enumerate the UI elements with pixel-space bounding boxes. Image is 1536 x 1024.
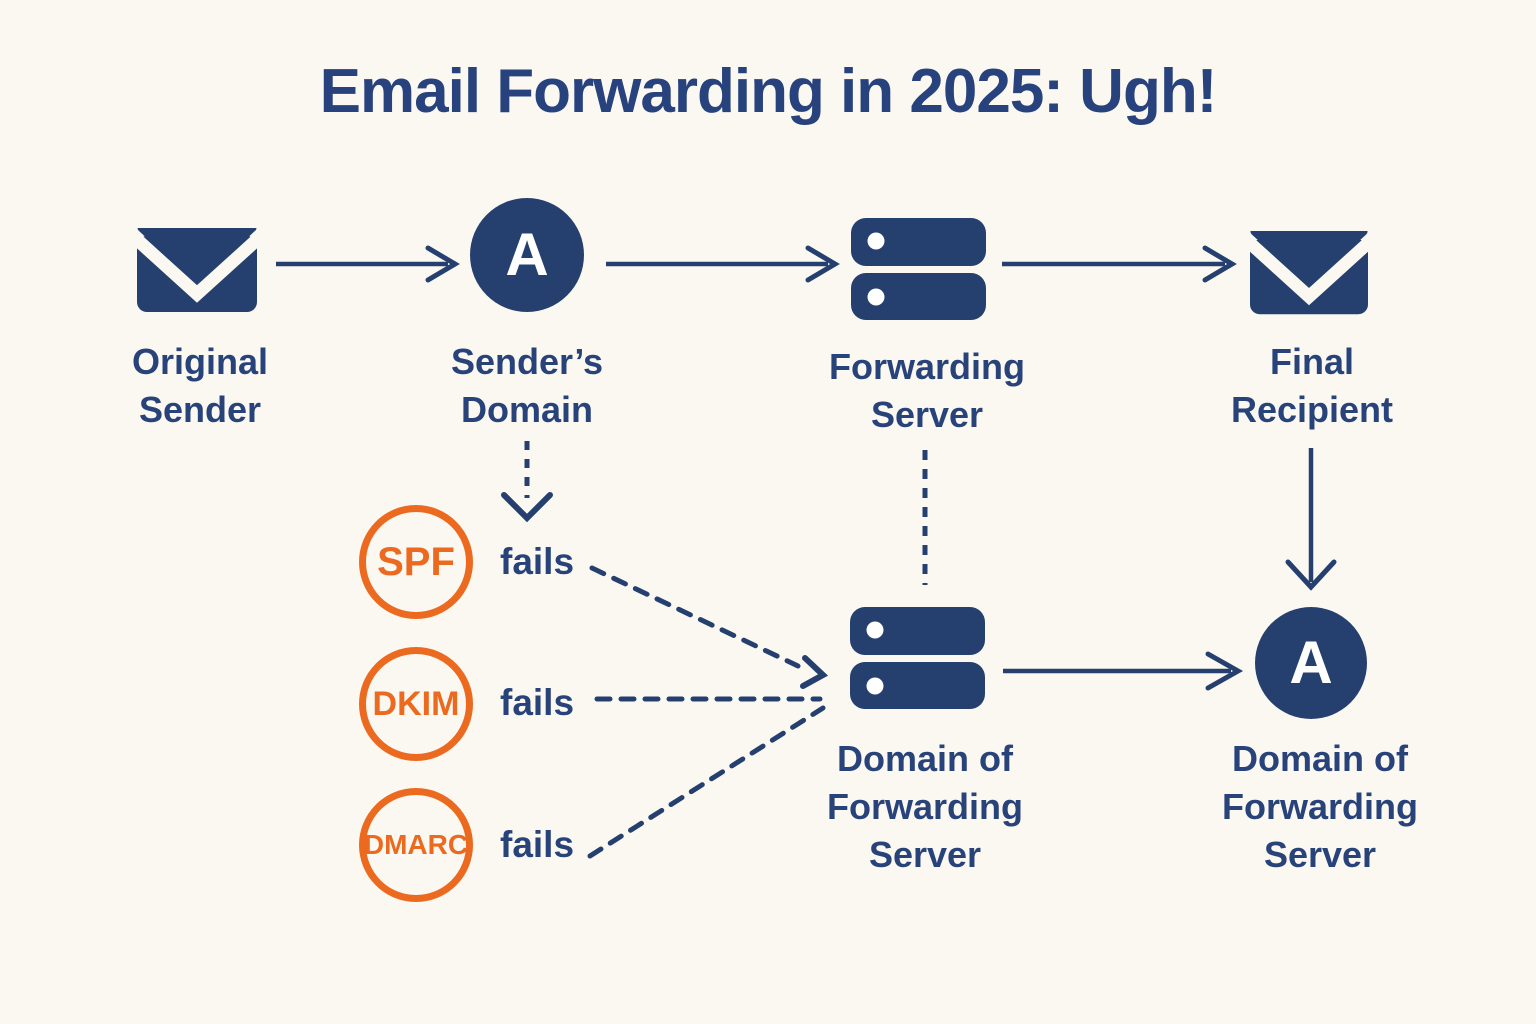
dmarc-badge: DMARC: [359, 788, 473, 902]
arrow-final-recipient-to-destination-domain: [1285, 448, 1337, 591]
envelope-icon: [1250, 231, 1368, 315]
arrow-senders-domain-to-forwarding-server: [606, 245, 840, 283]
server-icon: [850, 607, 985, 709]
arrow-forwarding-server-to-final-recipient: [1002, 245, 1237, 283]
arrow-domain-server-to-destination-domain: [1003, 651, 1244, 691]
dkim-badge: DKIM: [359, 647, 473, 761]
node-label-forwarding-server: Forwarding Server: [829, 346, 1025, 436]
domain-a-icon: A: [1255, 607, 1367, 719]
spf-fails-label: fails: [500, 541, 575, 582]
node-label-original-sender: Original Sender: [131, 341, 269, 431]
node-label-domain-of-forwarding-server: Domain of Forwarding Server: [827, 738, 1023, 876]
node-label-senders-domain: Sender’s Domain: [450, 341, 604, 431]
envelope-icon: [137, 228, 257, 312]
dashed-arrow-senders-domain-down: [501, 441, 553, 523]
dkim-fails-label: fails: [500, 682, 575, 723]
dashed-arrow-spf-fails: [589, 565, 829, 689]
domain-a-icon: A: [470, 198, 584, 312]
diagram-title: Email Forwarding in 2025: Ugh!: [319, 57, 1218, 126]
node-label-domain-of-forwarding-server-dest: Domain of Forwarding Server: [1222, 738, 1418, 876]
server-icon: [851, 218, 986, 320]
arrow-original-to-senders-domain: [276, 245, 460, 283]
node-label-final-recipient: Final Recipient: [1230, 341, 1394, 431]
spf-badge: SPF: [359, 505, 473, 619]
dmarc-fails-label: fails: [500, 824, 575, 865]
